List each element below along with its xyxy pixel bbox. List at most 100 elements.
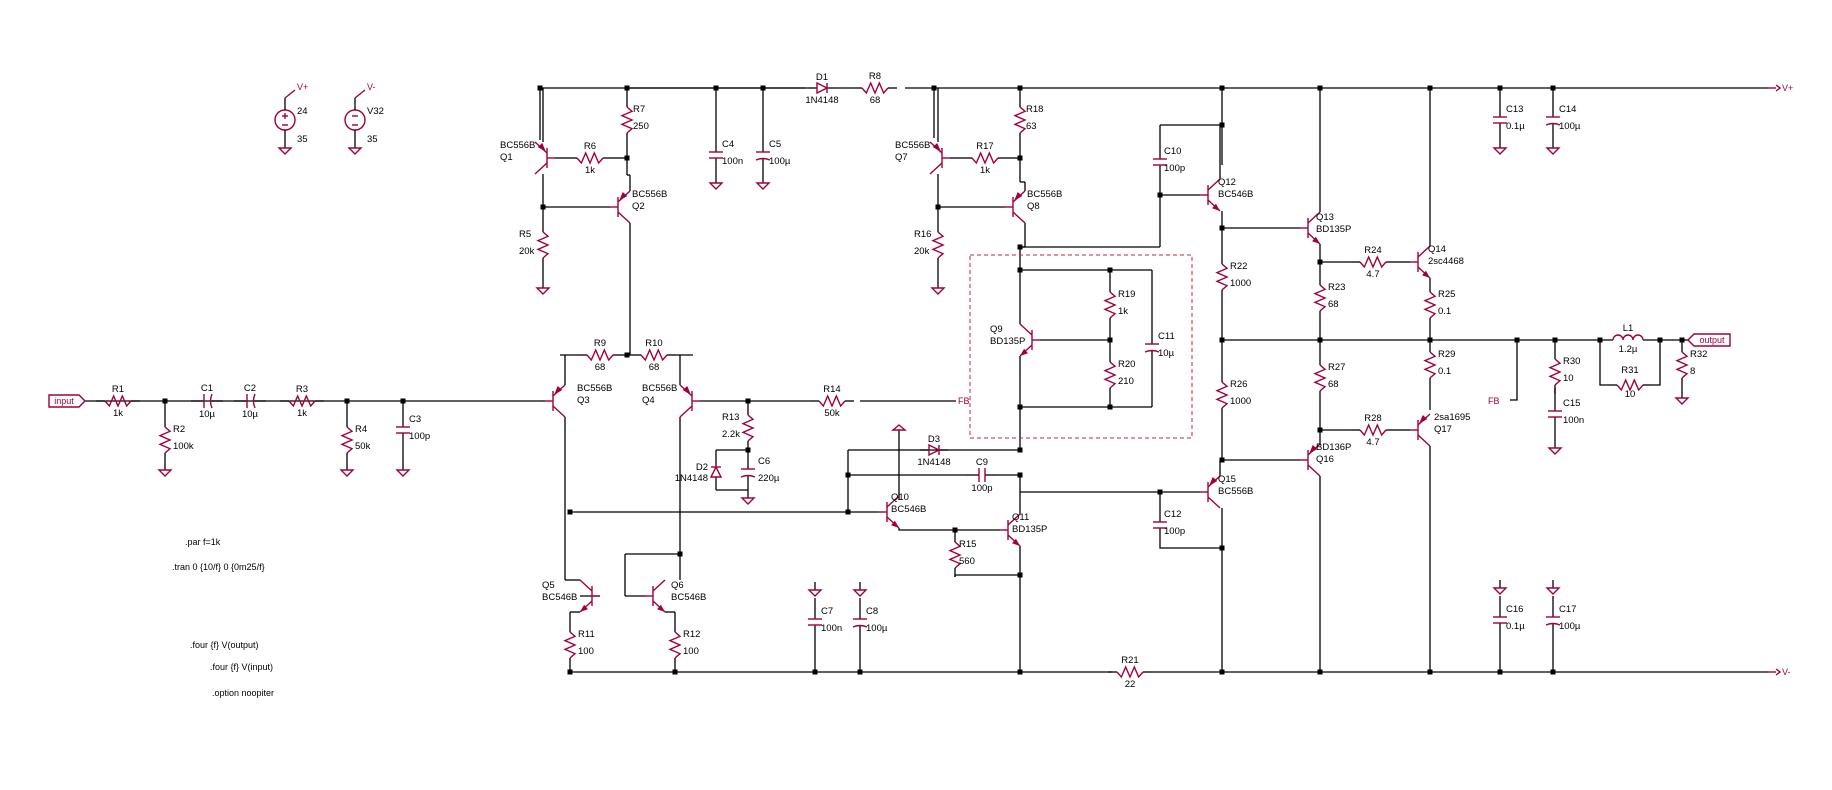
net-fb-label-out: FB	[1488, 396, 1500, 406]
q14-model: 2sc4468	[1428, 256, 1464, 267]
junction-dot	[1497, 85, 1503, 91]
c3-value: 100p	[409, 431, 430, 442]
components: V+V-2435V3235V+V-inputR11kC110µC210µR31k…	[48, 71, 1793, 690]
junction-dot	[713, 85, 719, 91]
net-output-label: output	[1699, 335, 1725, 345]
capacitor-c5: C5 100µ	[755, 139, 791, 171]
junction-dot	[1317, 669, 1323, 675]
c16-ref: C16	[1506, 604, 1523, 615]
junction-dot	[1219, 337, 1225, 343]
r32-ref: R32	[1690, 349, 1707, 360]
r23-value: 68	[1328, 299, 1339, 310]
d2-value: 1N4148	[675, 473, 708, 484]
r19-ref: R19	[1118, 289, 1135, 300]
wire	[1652, 340, 1661, 386]
junction-dot	[624, 85, 630, 91]
wire	[1599, 340, 1608, 386]
r13-ref: R13	[722, 412, 739, 423]
q17-model: 2sa1695	[1434, 412, 1470, 423]
r4-ref: R4	[355, 424, 367, 435]
junction-dot	[1597, 337, 1603, 343]
junction-dot	[1219, 122, 1225, 128]
spice-directive: .four {f} V(output)	[190, 640, 259, 650]
junction-dot	[1552, 337, 1558, 343]
c13-value: 0.1µ	[1506, 121, 1525, 132]
r11-value: 100	[578, 646, 594, 657]
rail-label-pos: V+	[1782, 83, 1793, 93]
q2-ref: Q2	[632, 201, 645, 212]
c8-ref: C8	[866, 606, 878, 617]
l1-value: 1.2µ	[1619, 344, 1638, 355]
r1-value: 1k	[113, 408, 123, 419]
ground-symbol	[395, 462, 411, 477]
r6-ref: R6	[584, 141, 596, 152]
c11-value: 10µ	[1158, 348, 1175, 359]
r1-ref: R1	[112, 384, 124, 395]
q6-model: BC546B	[671, 592, 706, 603]
junctions	[162, 85, 1685, 675]
r10-value: 68	[649, 362, 660, 373]
c5-value: 100µ	[769, 156, 791, 167]
c2-ref: C2	[244, 383, 256, 394]
ground-symbol	[277, 140, 293, 155]
q12-ref: Q12	[1218, 177, 1236, 188]
net-flag-input: input	[48, 394, 86, 408]
r20-ref: R20	[1118, 359, 1135, 370]
r8-value: 68	[870, 95, 881, 106]
q9-model: BD135P	[990, 336, 1025, 347]
rail-vplus: V+	[284, 82, 308, 99]
c7-value: 100n	[821, 623, 842, 634]
d3-value: 1N4148	[917, 457, 950, 468]
r14-ref: R14	[823, 384, 840, 395]
junction-dot	[1017, 404, 1023, 410]
junction-dot	[1497, 669, 1503, 675]
junction-dot	[540, 204, 546, 210]
ground-symbol	[708, 175, 724, 190]
q15-model: BC556B	[1218, 486, 1253, 497]
c12-ref: C12	[1164, 509, 1181, 520]
r7-value: 250	[633, 121, 649, 132]
q5-ref: Q5	[542, 580, 555, 591]
junction-dot	[1219, 225, 1225, 231]
junction-dot	[1107, 404, 1113, 410]
junction-dot	[1427, 669, 1433, 675]
24-value: 35	[297, 134, 308, 145]
inductor-l1: L11.2µ	[1612, 323, 1644, 355]
r5-value: 20k	[519, 246, 535, 257]
c17-value: 100µ	[1559, 621, 1581, 632]
junction-dot	[1157, 489, 1163, 495]
r9-value: 68	[595, 362, 606, 373]
c5-ref: C5	[769, 139, 781, 150]
q8-model: BC556B	[1027, 189, 1062, 200]
r4-value: 50k	[355, 441, 371, 452]
q1-model: BC556B	[500, 140, 535, 151]
r2-ref: R2	[173, 424, 185, 435]
junction-dot	[1427, 85, 1433, 91]
c2-value: 10µ	[242, 409, 259, 420]
c6-value: 220µ	[758, 473, 780, 484]
